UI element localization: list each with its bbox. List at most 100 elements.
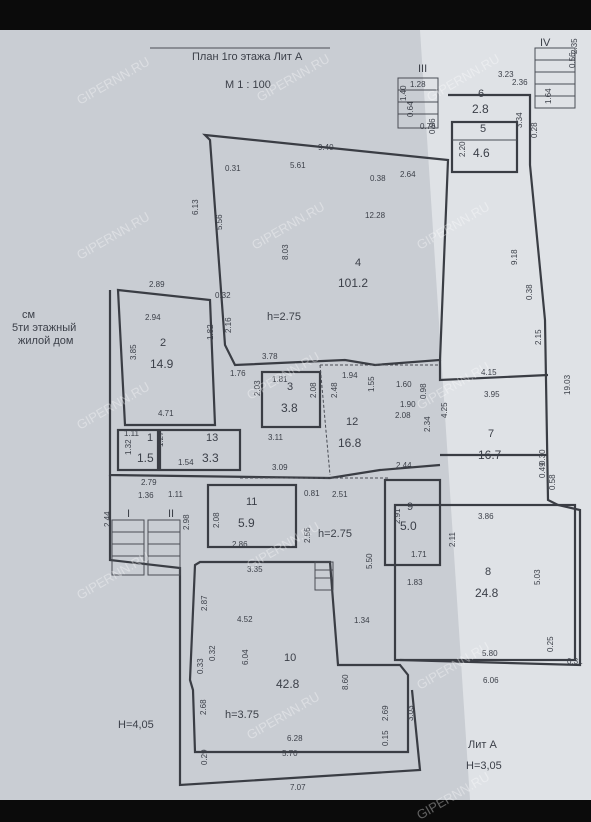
dimension-label: 0.30 (538, 449, 547, 465)
stair-mark-3: III (418, 63, 427, 75)
stair-mark-2: II (168, 508, 174, 520)
dimension-label: 0.29 (200, 749, 209, 765)
room-5-area: 4.6 (473, 146, 490, 160)
room-9-number: 9 (407, 501, 413, 513)
dimension-label: 0.81 (304, 489, 320, 498)
dimension-label: 1.90 (400, 400, 416, 409)
dimension-label: 2.03 (253, 380, 262, 396)
room-5-number: 5 (480, 123, 486, 135)
dimension-label: 1.76 (230, 369, 246, 378)
dimension-label: 2.87 (200, 595, 209, 611)
dimension-label: 1.82 (206, 324, 215, 340)
room-7-area: 16.7 (478, 448, 502, 462)
height-label-left: Н=4,05 (118, 719, 154, 731)
dimension-label: 1.55 (367, 376, 376, 392)
dimension-label: 1.64 (544, 88, 553, 104)
dimension-label: 2.56 (303, 527, 312, 543)
dimension-label: 4.15 (481, 368, 497, 377)
dimension-label: 2.68 (199, 699, 208, 715)
dimension-label: 4.25 (440, 402, 449, 418)
dimension-label: 2.34 (423, 416, 432, 432)
dimension-label: 3.09 (272, 463, 288, 472)
room-3-number: 3 (287, 381, 293, 393)
dimension-label: 3.03 (406, 705, 415, 721)
dimension-label: 1.71 (411, 550, 427, 559)
dimension-label: 1.27 (156, 431, 165, 447)
dimension-label: 0.38 (370, 174, 386, 183)
dimension-label: 0.28 (530, 122, 539, 138)
dimension-label: 6.06 (483, 676, 499, 685)
dimension-label: 1.34 (354, 616, 370, 625)
title-block: План 1го этажа Лит А М 1 : 100 (150, 47, 330, 91)
plan-scale: М 1 : 100 (225, 79, 271, 91)
dimension-label: 6.28 (287, 734, 303, 743)
dimension-label: 1.94 (342, 371, 358, 380)
dimension-label: 3.95 (484, 390, 500, 399)
dimension-label: 3.23 (498, 70, 514, 79)
dimension-label: 0.32 (215, 291, 231, 300)
dimension-label: 0.64 (406, 101, 415, 117)
room-13-area: 3.3 (202, 451, 219, 465)
dimension-label: 9.40 (318, 143, 334, 152)
dimension-label: 0.49 (538, 462, 547, 478)
dimension-label: 3.86 (478, 512, 494, 521)
dimension-label: 2.08 (309, 382, 318, 398)
dimension-label: 2.15 (534, 329, 543, 345)
paper-right-fold (420, 30, 591, 800)
dimension-label: 1.36 (138, 491, 154, 500)
room-12-number: 12 (346, 416, 358, 428)
dimension-label: 5.80 (482, 649, 498, 658)
room-13-number: 13 (206, 432, 218, 444)
room-1-number: 1 (147, 432, 153, 444)
dimension-label: 0.98 (419, 383, 428, 399)
dimension-label: 0.33 (196, 658, 205, 674)
dimension-label: 0.15 (381, 730, 390, 746)
room-12-area: 16.8 (338, 436, 362, 450)
neighbor-note-line-3: жилой дом (18, 335, 73, 347)
room-1-area: 1.5 (137, 451, 154, 465)
dimension-label: 1.81 (272, 375, 288, 384)
dimension-label: 4.71 (158, 409, 174, 418)
dimension-label: 2.20 (458, 141, 467, 157)
dimension-label: 1.11 (124, 429, 140, 438)
dimension-label: 3.34 (515, 112, 524, 128)
dimension-label: 12.28 (365, 211, 386, 220)
stair-mark-1: I (127, 508, 130, 520)
dimension-label: 0.38 (525, 284, 534, 300)
dimension-label: 6.04 (241, 649, 250, 665)
neighbor-note-line-1: см (22, 309, 35, 321)
neighbor-note-line-2: 5ти этажный (12, 322, 76, 334)
dimension-label: 2.36 (512, 78, 528, 87)
dimension-label: 2.86 (232, 540, 248, 549)
dimension-label: 0.31 (567, 657, 583, 666)
dimension-label: 0.32 (208, 645, 217, 661)
dimension-label: 19.03 (563, 374, 572, 395)
dimension-label: 2.08 (395, 411, 411, 420)
room-4-number: 4 (355, 257, 361, 269)
dimension-label: 2.98 (182, 514, 191, 530)
neighbor-note: см 5ти этажный жилой дом (12, 309, 76, 347)
dimension-label: 2.69 (381, 705, 390, 721)
room-8-area: 24.8 (475, 586, 499, 600)
dimension-label: 1.28 (410, 80, 426, 89)
dimension-label: 2.35 (570, 38, 579, 54)
room-10-area: 42.8 (276, 677, 300, 691)
room-6-area: 2.8 (472, 102, 489, 116)
dimension-label: 6.13 (191, 199, 200, 215)
dimension-label: 2.08 (212, 512, 221, 528)
room-8-number: 8 (485, 566, 491, 578)
dimension-label: 2.91 (393, 508, 402, 524)
stairs: I II III IV (111, 37, 576, 591)
dimension-label: 1.54 (178, 458, 194, 467)
room-7-number: 7 (488, 428, 494, 440)
room-9-area: 5.0 (400, 519, 417, 533)
room-2-number: 2 (160, 337, 166, 349)
dimension-label: 0.25 (546, 636, 555, 652)
dimension-label: 0.58 (548, 474, 557, 490)
dimension-label: 5.03 (533, 569, 542, 585)
dimension-label: 3.11 (268, 433, 284, 442)
dimension-label: 2.44 (103, 511, 112, 527)
plan-title: План 1го этажа Лит А (192, 51, 303, 63)
dimension-label: 3.85 (129, 344, 138, 360)
dimension-label: 3.78 (262, 352, 278, 361)
